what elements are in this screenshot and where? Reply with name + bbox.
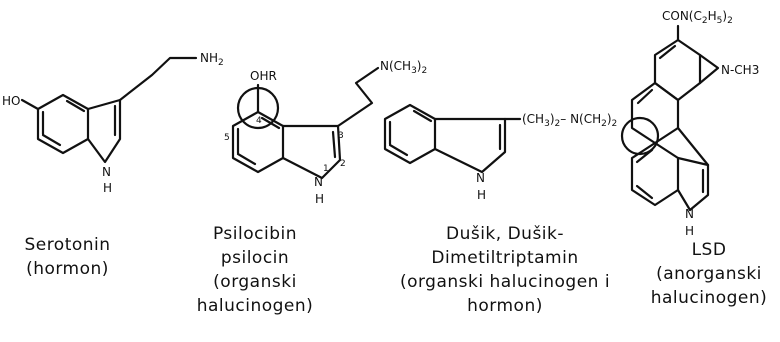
lsd-methyl-n-label: N-CH3 xyxy=(721,63,759,77)
serotonin-benzene-ring xyxy=(36,93,90,155)
serotonin-h-label: H xyxy=(103,181,112,195)
serotonin-pyrrole-ring xyxy=(86,98,122,164)
psilocibin-pyrrole-ring xyxy=(281,124,342,180)
caption-lsd: LSD (anorganski halucinogen) xyxy=(640,238,778,310)
serotonin-n-label: N xyxy=(102,165,111,179)
dmt-h-label: H xyxy=(477,188,486,202)
lsd-pyrrole-ring xyxy=(676,156,710,212)
psilocibin-position-circle xyxy=(236,86,280,130)
dmt-benzene-ring xyxy=(383,103,437,165)
serotonin-ho-label: HO xyxy=(2,94,20,108)
lsd-position-circle xyxy=(620,116,660,156)
serotonin-structure: HO NH2 N H xyxy=(2,51,224,195)
psilocibin-pos4-label: 4 xyxy=(256,116,262,126)
caption-line: LSD xyxy=(691,240,727,260)
psilocibin-pos5-label: 5 xyxy=(224,133,230,143)
lsd-benzene-ring xyxy=(630,141,680,207)
caption-line: Psilocibin xyxy=(212,224,297,244)
caption-line: halucinogen) xyxy=(650,288,768,308)
psilocibin-ohr-label: OHR xyxy=(250,69,277,83)
caption-line: (organski xyxy=(213,272,297,292)
caption-serotonin: Serotonin (hormon) xyxy=(0,233,135,281)
caption-line: Serotonin xyxy=(24,235,111,255)
dmt-chain-label: (CH3)2– N(CH2)2 xyxy=(522,112,617,129)
caption-line: Dušik, Dušik- xyxy=(445,224,565,244)
caption-line: Dimetiltriptamin xyxy=(431,248,579,268)
dmt-structure: (CH3)2– N(CH2)2 N H xyxy=(383,103,617,202)
caption-line: (hormon) xyxy=(26,259,109,279)
caption-psilocibin: Psilocibin psilocin (organski halucinoge… xyxy=(180,222,330,318)
psilocibin-pos2-label: 2 xyxy=(340,159,346,169)
dmt-pyrrole-ring xyxy=(433,117,507,174)
caption-line: (anorganski xyxy=(656,264,762,284)
lsd-structure: CON(C2H5)2 N-CH3 N H xyxy=(620,9,759,238)
dmt-n-label: N xyxy=(476,171,485,185)
lsd-middle-ring xyxy=(630,81,680,145)
psilocibin-n-label: N xyxy=(314,175,323,189)
lsd-amide-label: CON(C2H5)2 xyxy=(662,9,733,26)
psilocibin-structure: OHR N(CH3)2 4 5 3 2 1 N H xyxy=(224,59,427,206)
lsd-h-label: H xyxy=(685,224,694,238)
psilocibin-h-label: H xyxy=(315,192,324,206)
psilocibin-amine-label: N(CH3)2 xyxy=(380,59,427,76)
psilocibin-pos1-label: 1 xyxy=(323,164,329,174)
lsd-n-label: N xyxy=(685,207,694,221)
caption-line: (organski halucinogen i xyxy=(399,272,611,292)
caption-line: hormon) xyxy=(467,296,543,316)
caption-line: halucinogen) xyxy=(196,296,314,316)
caption-dmt: Dušik, Dušik- Dimetiltriptamin (organski… xyxy=(385,222,625,318)
psilocibin-pos3-label: 3 xyxy=(338,131,344,141)
caption-line: psilocin xyxy=(220,248,290,268)
lsd-top-ring xyxy=(653,38,702,102)
serotonin-nh2-label: NH2 xyxy=(200,51,224,68)
